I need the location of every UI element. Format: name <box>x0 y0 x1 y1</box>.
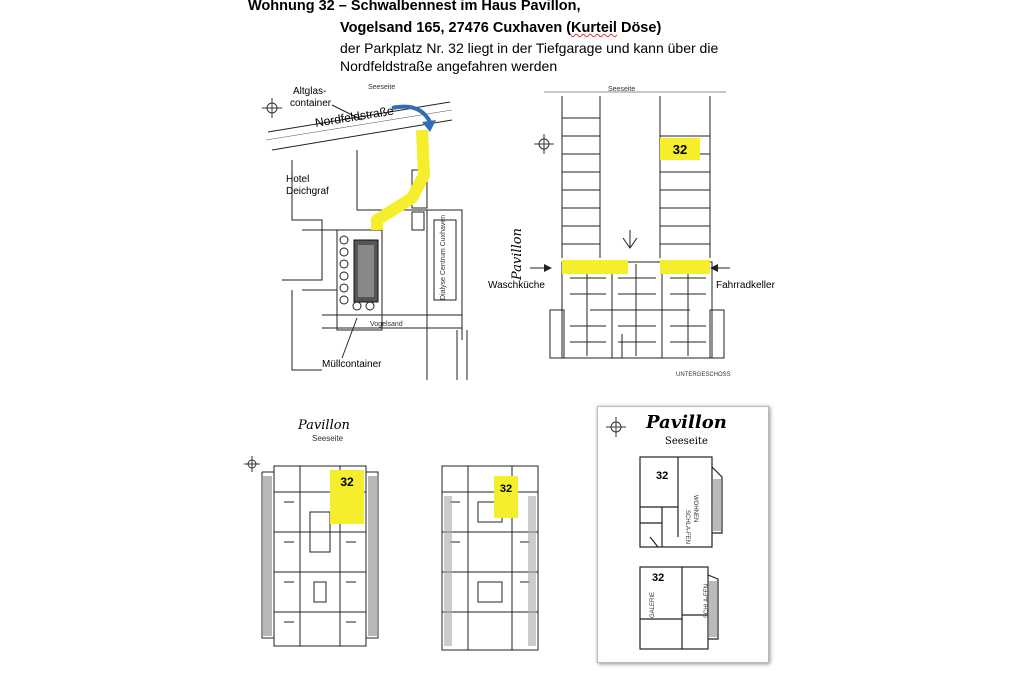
label-detail-galerie: GALERIE <box>650 591 656 618</box>
label-hotel-2: Deichgraf <box>286 186 329 197</box>
address-prefix: Vogelsand 165, 27476 Cuxhaven ( <box>340 20 572 36</box>
address-line: Vogelsand 165, 27476 Cuxhaven (Kurteil D… <box>340 20 661 36</box>
label-fahrradkeller: Fahrradkeller <box>716 280 775 291</box>
label-muellcontainer: Müllcontainer <box>322 359 382 370</box>
label-detail-pavillon: Pavillon <box>646 412 727 433</box>
label-altglas-1: Altglas- <box>293 86 327 97</box>
site-map <box>262 98 468 380</box>
page-title: Wohnung 32 – Schwalbennest im Haus Pavil… <box>248 0 581 14</box>
detail-unit-32-upper: 32 <box>656 470 669 482</box>
address-underlined: Kurteil <box>571 20 617 36</box>
label-garage-seeseite: Seeseite <box>608 86 636 93</box>
label-detail-schlafen-lower: SCHLA-FEN <box>704 583 710 618</box>
garage-spot-32: 32 <box>673 142 687 157</box>
label-garage-pavillon: Pavillon <box>510 228 525 280</box>
label-hotel-1: Hotel <box>286 174 310 185</box>
floor-plan-b: 32 <box>441 465 539 651</box>
label-floor-a-seeseite: Seeseite <box>312 434 344 443</box>
label-vogelsand: Vogelsand <box>370 321 403 328</box>
detail-unit-32-lower: 32 <box>652 572 665 584</box>
label-dialyse: Dialyse Centrum Cuxhaven <box>440 214 447 300</box>
label-site-seeseite: Seeseite <box>368 84 396 91</box>
label-detail-seeseite: Seeseite <box>665 436 708 447</box>
floor-a-unit-32: 32 <box>340 475 354 489</box>
floor-b-unit-32: 32 <box>500 483 512 495</box>
address-suffix: Döse) <box>616 20 662 36</box>
label-detail-schlafen-upper: SCHLA-FEN <box>684 510 690 545</box>
label-detail-wohnen: WOHNEN <box>692 495 698 523</box>
parking-info-line-1: der Parkplatz Nr. 32 liegt in der Tiefga… <box>340 40 719 56</box>
garage-plan: 32 <box>530 91 730 359</box>
label-altglas-2: container <box>290 98 332 109</box>
detail-plan-frame <box>597 406 769 663</box>
label-floor-a-pavillon: Pavillon <box>298 418 350 433</box>
label-untergeschoss: UNTERGESCHOSS <box>676 372 731 378</box>
floor-plan-a: 32 <box>244 456 379 647</box>
label-waschkueche: Waschküche <box>488 280 545 291</box>
parking-info-line-2: Nordfeldstraße angefahren werden <box>340 58 558 74</box>
detail-plan <box>606 417 723 650</box>
